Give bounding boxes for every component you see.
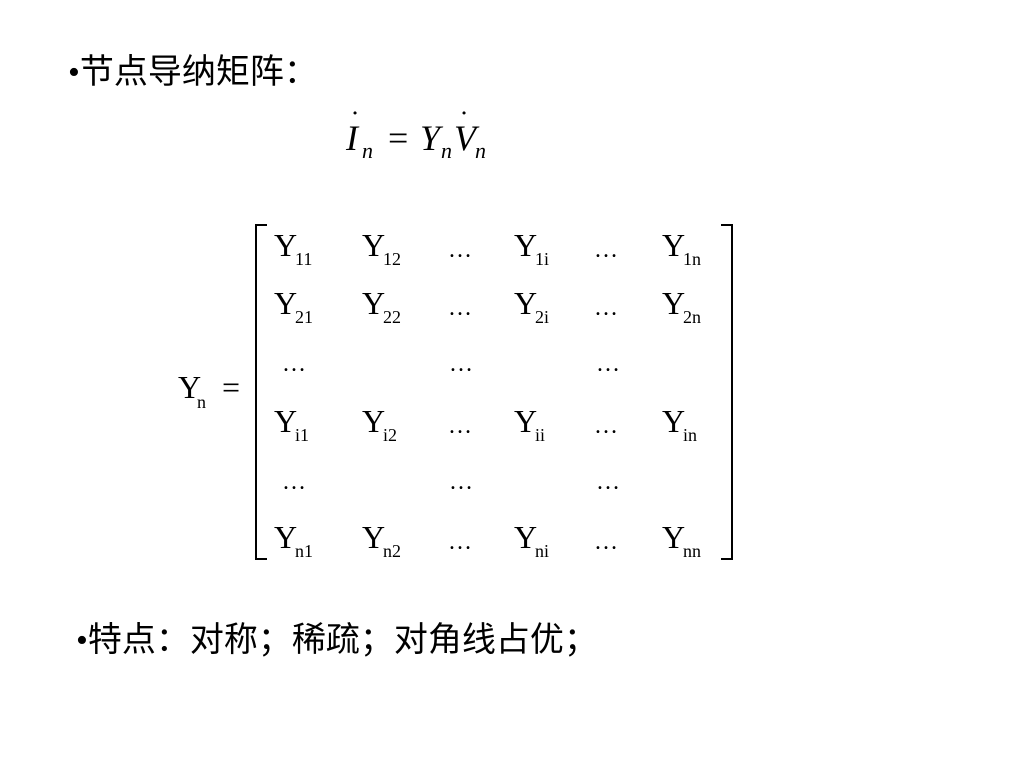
heading-node-admittance-matrix: •节点导纳矩阵： [68, 52, 318, 93]
y-symbol: Y [420, 118, 441, 158]
matrix-ellipsis: … [449, 469, 473, 495]
properties-line: •特点：对称；稀疏；对角线占优； [76, 620, 598, 661]
matrix-ellipsis: … [448, 295, 472, 321]
matrix-entry-symbol: Y [514, 285, 538, 321]
matrix-ellipsis: … [596, 351, 620, 377]
matrix-entry-subscript: 11 [295, 249, 313, 269]
matrix-entry-symbol: Y [662, 227, 686, 263]
matrix-ellipsis: … [448, 413, 472, 439]
matrix-equals-sign: = [222, 369, 241, 405]
matrix-lhs-subscript: n [197, 392, 206, 412]
y-subscript: n [441, 138, 452, 163]
matrix-entry-subscript: ni [535, 541, 550, 561]
matrix-lhs-symbol: Y [178, 369, 202, 405]
matrix-entry-subscript: 2n [683, 307, 701, 327]
properties-text: 特点：对称；稀疏；对角线占优； [87, 620, 598, 660]
matrix-entry-subscript: n1 [295, 541, 313, 561]
matrix-entry-subscript: 1i [535, 249, 550, 269]
i-dot-mark: ˙ [350, 105, 360, 138]
matrix-entry-symbol: Y [362, 519, 386, 555]
matrix-entry-subscript: 21 [295, 307, 313, 327]
matrix-ellipsis: … [449, 351, 473, 377]
matrix-entry-subscript: 12 [383, 249, 401, 269]
matrix-entry-symbol: Y [274, 285, 298, 321]
matrix-entry-symbol: Y [362, 285, 386, 321]
current-voltage-equation: ˙ I n = Y n ˙ V n [344, 105, 544, 172]
matrix-entry-symbol: Y [514, 519, 538, 555]
matrix-entry-subscript: ii [535, 425, 546, 445]
equals-sign: = [388, 118, 409, 158]
matrix-entry-symbol: Y [514, 227, 538, 263]
matrix-ellipsis: … [448, 529, 472, 555]
matrix-entry-symbol: Y [662, 285, 686, 321]
matrix-entry-subscript: 1n [683, 249, 701, 269]
matrix-entry-symbol: Y [274, 227, 298, 263]
matrix-entry-symbol: Y [362, 403, 386, 439]
v-symbol: V [454, 118, 476, 158]
matrix-right-bracket [721, 224, 733, 560]
matrix-entry-subscript: i2 [383, 425, 398, 445]
matrix-entry-subscript: in [683, 425, 698, 445]
matrix-entry-subscript: i1 [295, 425, 310, 445]
v-subscript: n [475, 138, 486, 163]
matrix-entry-symbol: Y [274, 519, 298, 555]
matrix-ellipsis: … [448, 237, 472, 263]
matrix-entry-subscript: nn [683, 541, 701, 561]
matrix-entry-subscript: 2i [535, 307, 550, 327]
bullet-dot: • [68, 54, 80, 91]
matrix-left-bracket [255, 224, 267, 560]
v-dot-mark: ˙ [459, 105, 469, 138]
matrix-ellipsis: … [596, 469, 620, 495]
i-symbol: I [346, 118, 358, 158]
bullet-dot: • [76, 622, 88, 659]
matrix-ellipsis: … [282, 351, 306, 377]
matrix-entry-symbol: Y [362, 227, 386, 263]
matrix-entry-subscript: 22 [383, 307, 401, 327]
matrix-entry-symbol: Y [274, 403, 298, 439]
matrix-entry-symbol: Y [662, 403, 686, 439]
matrix-entry-subscript: n2 [383, 541, 401, 561]
matrix-ellipsis: … [594, 529, 618, 555]
i-subscript: n [362, 138, 373, 163]
matrix-ellipsis: … [594, 413, 618, 439]
matrix-ellipsis: … [594, 237, 618, 263]
matrix-ellipsis: … [282, 469, 306, 495]
matrix-entry-symbol: Y [662, 519, 686, 555]
matrix-lhs: Y n = [178, 360, 258, 420]
matrix-entry-symbol: Y [514, 403, 538, 439]
heading-text: 节点导纳矩阵： [79, 52, 318, 92]
matrix-ellipsis: … [594, 295, 618, 321]
